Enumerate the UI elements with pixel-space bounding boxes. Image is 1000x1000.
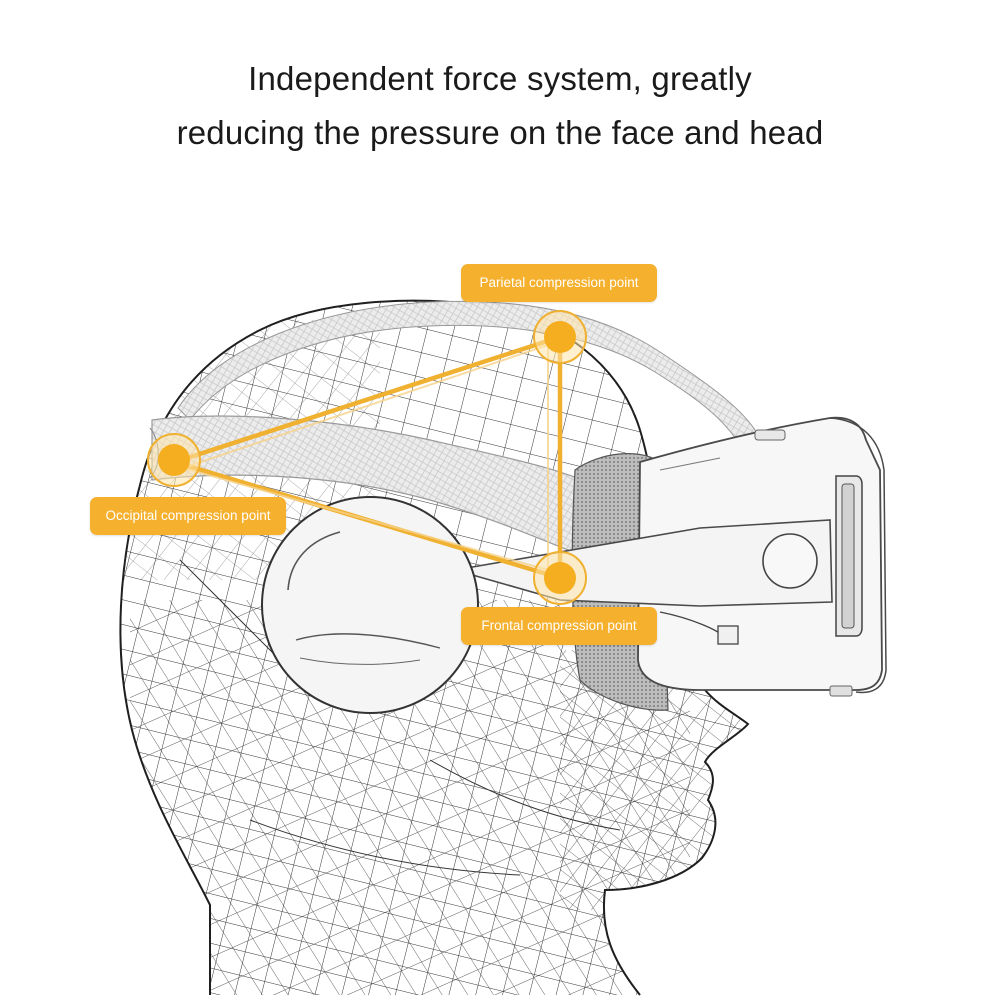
parietal-point-marker xyxy=(533,310,587,364)
occipital-point-marker xyxy=(147,433,201,487)
frontal-callout: Frontal compression point xyxy=(461,607,657,645)
heading: Independent force system, greatly reduci… xyxy=(0,52,1000,160)
heading-line-2: reducing the pressure on the face and he… xyxy=(176,114,824,151)
frontal-point-marker xyxy=(533,551,587,605)
force-triangle xyxy=(172,334,563,581)
occipital-callout: Occipital compression point xyxy=(90,497,286,535)
parietal-callout: Parietal compression point xyxy=(461,264,657,302)
ear-pad xyxy=(261,496,479,714)
heading-line-1: Independent force system, greatly xyxy=(248,60,752,97)
